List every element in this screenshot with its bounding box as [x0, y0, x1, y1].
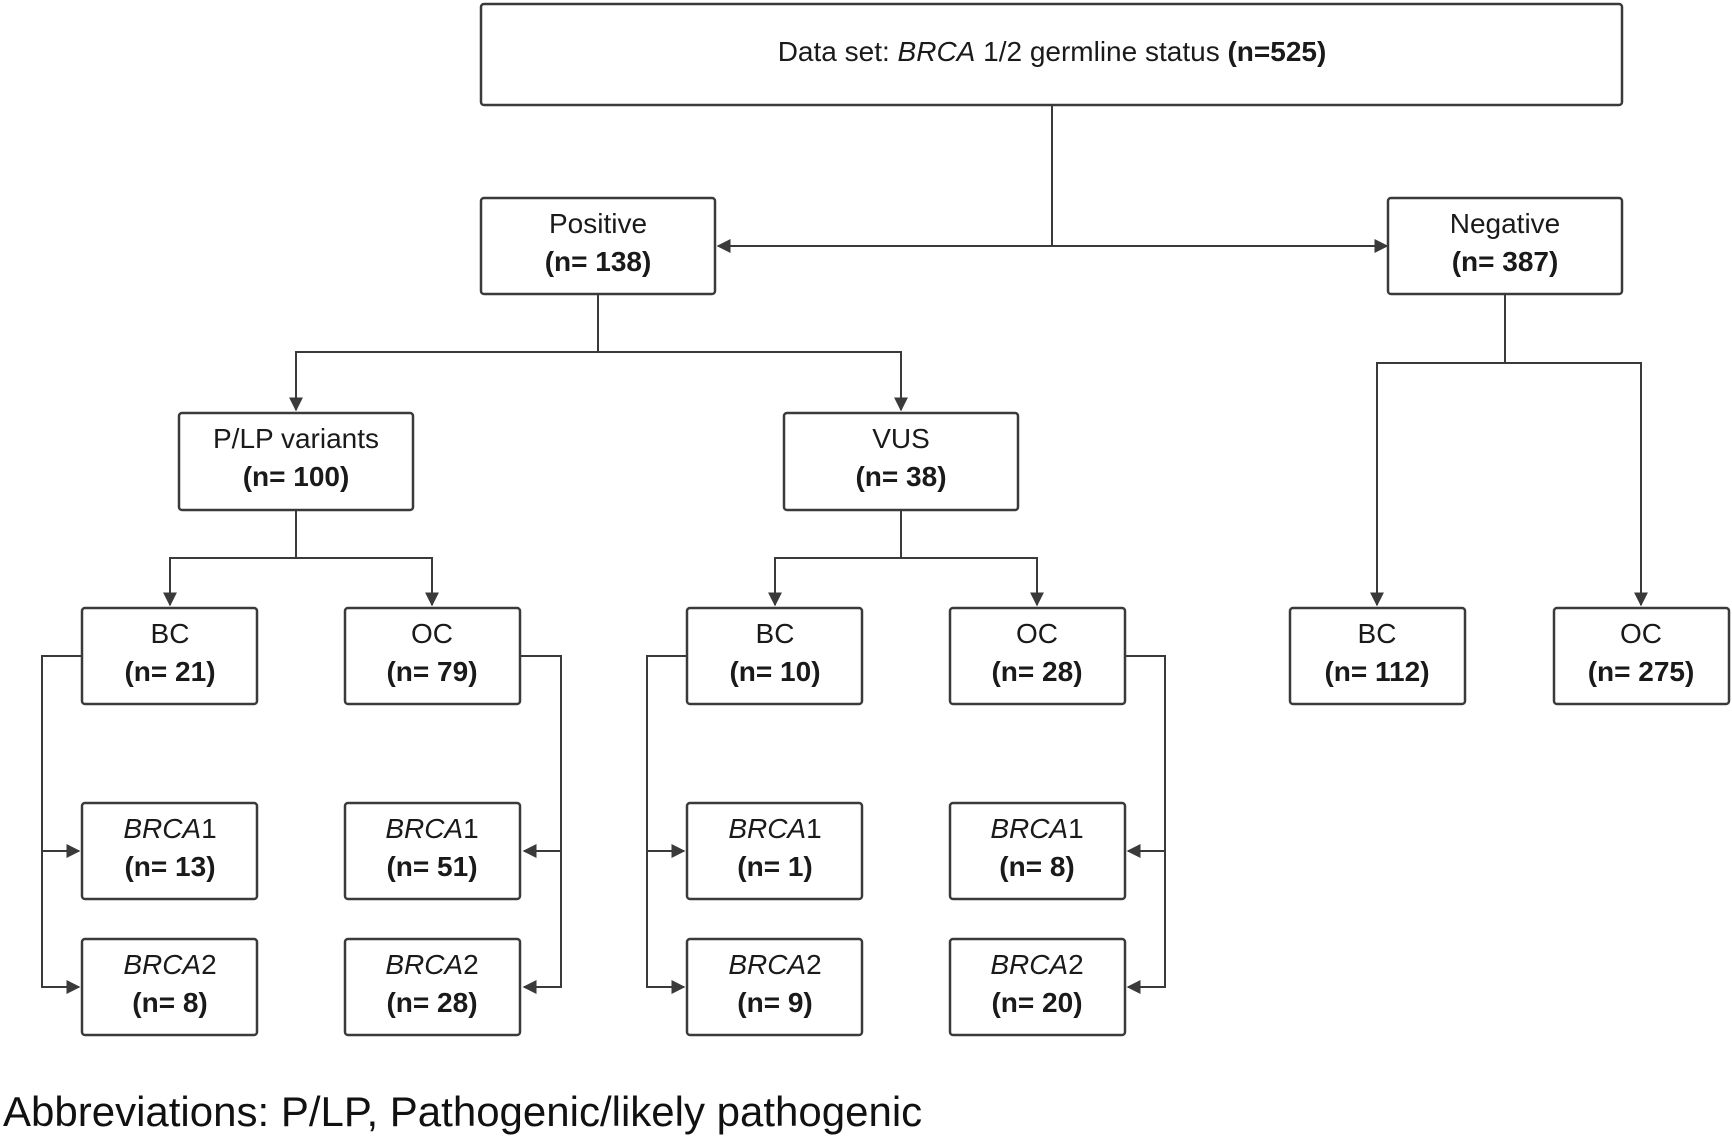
- plp-bc-brca1-count: (n= 13): [124, 851, 215, 882]
- edge-plp-oc-to-brca1: [520, 655, 562, 858]
- edge-plp-bc-to-brca2: [41, 851, 81, 994]
- vus-oc-brca1-label: BRCA1: [990, 813, 1083, 844]
- edge-plp-to-bc: [163, 510, 297, 607]
- vus-bc-brca2-node: BRCA2 (n= 9): [685, 937, 864, 1037]
- neg-bc-label: BC: [1358, 618, 1397, 649]
- vus-bc-count: (n= 10): [729, 656, 820, 687]
- plp-oc-brca2-count: (n= 28): [386, 987, 477, 1018]
- vus-oc-brca2-count: (n= 20): [991, 987, 1082, 1018]
- vus-bc-node: BC (n= 10): [685, 606, 864, 706]
- plp-bc-count: (n= 21): [124, 656, 215, 687]
- positive-node: Positive (n= 138): [479, 196, 717, 296]
- edge-positive-split: [289, 294, 599, 412]
- neg-bc-node: BC (n= 112): [1288, 606, 1467, 706]
- edge-plp-to-oc: [296, 557, 439, 607]
- edge-vus-to-oc: [901, 557, 1044, 607]
- root-label: Data set: BRCA 1/2 germline status (n=52…: [778, 36, 1327, 67]
- plp-bc-brca2-node: BRCA2 (n= 8): [80, 937, 259, 1037]
- vus-oc-brca2-label: BRCA2: [990, 949, 1083, 980]
- plp-bc-label: BC: [151, 618, 190, 649]
- vus-bc-brca1-count: (n= 1): [737, 851, 812, 882]
- vus-oc-node: OC (n= 28): [948, 606, 1127, 706]
- plp-bc-brca2-label: BRCA2: [123, 949, 216, 980]
- plp-oc-brca1-label: BRCA1: [385, 813, 478, 844]
- edge-positive-to-vus: [598, 351, 908, 412]
- negative-label: Negative: [1450, 208, 1561, 239]
- vus-count: (n= 38): [855, 461, 946, 492]
- neg-oc-label: OC: [1620, 618, 1662, 649]
- neg-bc-count: (n= 112): [1324, 656, 1429, 687]
- negative-count: (n= 387): [1452, 246, 1559, 277]
- edge-plp-bc-to-brca1: [41, 655, 82, 858]
- vus-oc-count: (n= 28): [991, 656, 1082, 687]
- plp-oc-node: OC (n= 79): [343, 606, 522, 706]
- plp-bc-brca1-node: BRCA1 (n= 13): [80, 801, 259, 901]
- plp-oc-brca1-node: BRCA1 (n= 51): [343, 801, 522, 901]
- plp-bc-brca1-label: BRCA1: [123, 813, 216, 844]
- edge-negative-to-oc: [1505, 362, 1648, 607]
- plp-bc-node: BC (n= 21): [80, 606, 259, 706]
- plp-bc-brca2-count: (n= 8): [132, 987, 207, 1018]
- plp-oc-label: OC: [411, 618, 453, 649]
- vus-bc-brca2-count: (n= 9): [737, 987, 812, 1018]
- edge-plp-oc-to-brca2: [522, 851, 562, 994]
- connectors: [41, 106, 1648, 994]
- vus-oc-brca2-node: BRCA2 (n= 20): [948, 937, 1127, 1037]
- vus-label: VUS: [872, 423, 930, 454]
- edge-vus-oc-to-brca1: [1125, 655, 1166, 858]
- plp-count: (n= 100): [243, 461, 350, 492]
- vus-bc-brca2-label: BRCA2: [728, 949, 821, 980]
- vus-oc-label: OC: [1016, 618, 1058, 649]
- vus-bc-label: BC: [756, 618, 795, 649]
- positive-count: (n= 138): [545, 246, 652, 277]
- edge-negative-to-bc: [1370, 294, 1506, 607]
- plp-oc-brca2-node: BRCA2 (n= 28): [343, 937, 522, 1037]
- plp-oc-brca2-label: BRCA2: [385, 949, 478, 980]
- vus-bc-brca1-node: BRCA1 (n= 1): [685, 801, 864, 901]
- edge-vus-oc-to-brca2: [1126, 851, 1166, 994]
- plp-oc-count: (n= 79): [386, 656, 477, 687]
- vus-oc-brca1-count: (n= 8): [999, 851, 1074, 882]
- neg-oc-count: (n= 275): [1588, 656, 1695, 687]
- vus-oc-brca1-node: BRCA1 (n= 8): [948, 801, 1127, 901]
- edge-vus-bc-to-brca2: [646, 851, 686, 994]
- vus-node: VUS (n= 38): [782, 411, 1020, 512]
- plp-node: P/LP variants (n= 100): [177, 411, 415, 512]
- negative-node: Negative (n= 387): [1386, 196, 1624, 296]
- vus-bc-brca1-label: BRCA1: [728, 813, 821, 844]
- plp-oc-brca1-count: (n= 51): [386, 851, 477, 882]
- positive-label: Positive: [549, 208, 647, 239]
- root-node: Data set: BRCA 1/2 germline status (n=52…: [479, 2, 1624, 107]
- edge-vus-to-bc: [768, 510, 902, 607]
- edge-vus-bc-to-brca1: [646, 655, 687, 858]
- abbreviations-footnote: Abbreviations: P/LP, Pathogenic/likely p…: [3, 1088, 923, 1135]
- plp-label: P/LP variants: [213, 423, 379, 454]
- neg-oc-node: OC (n= 275): [1552, 606, 1731, 706]
